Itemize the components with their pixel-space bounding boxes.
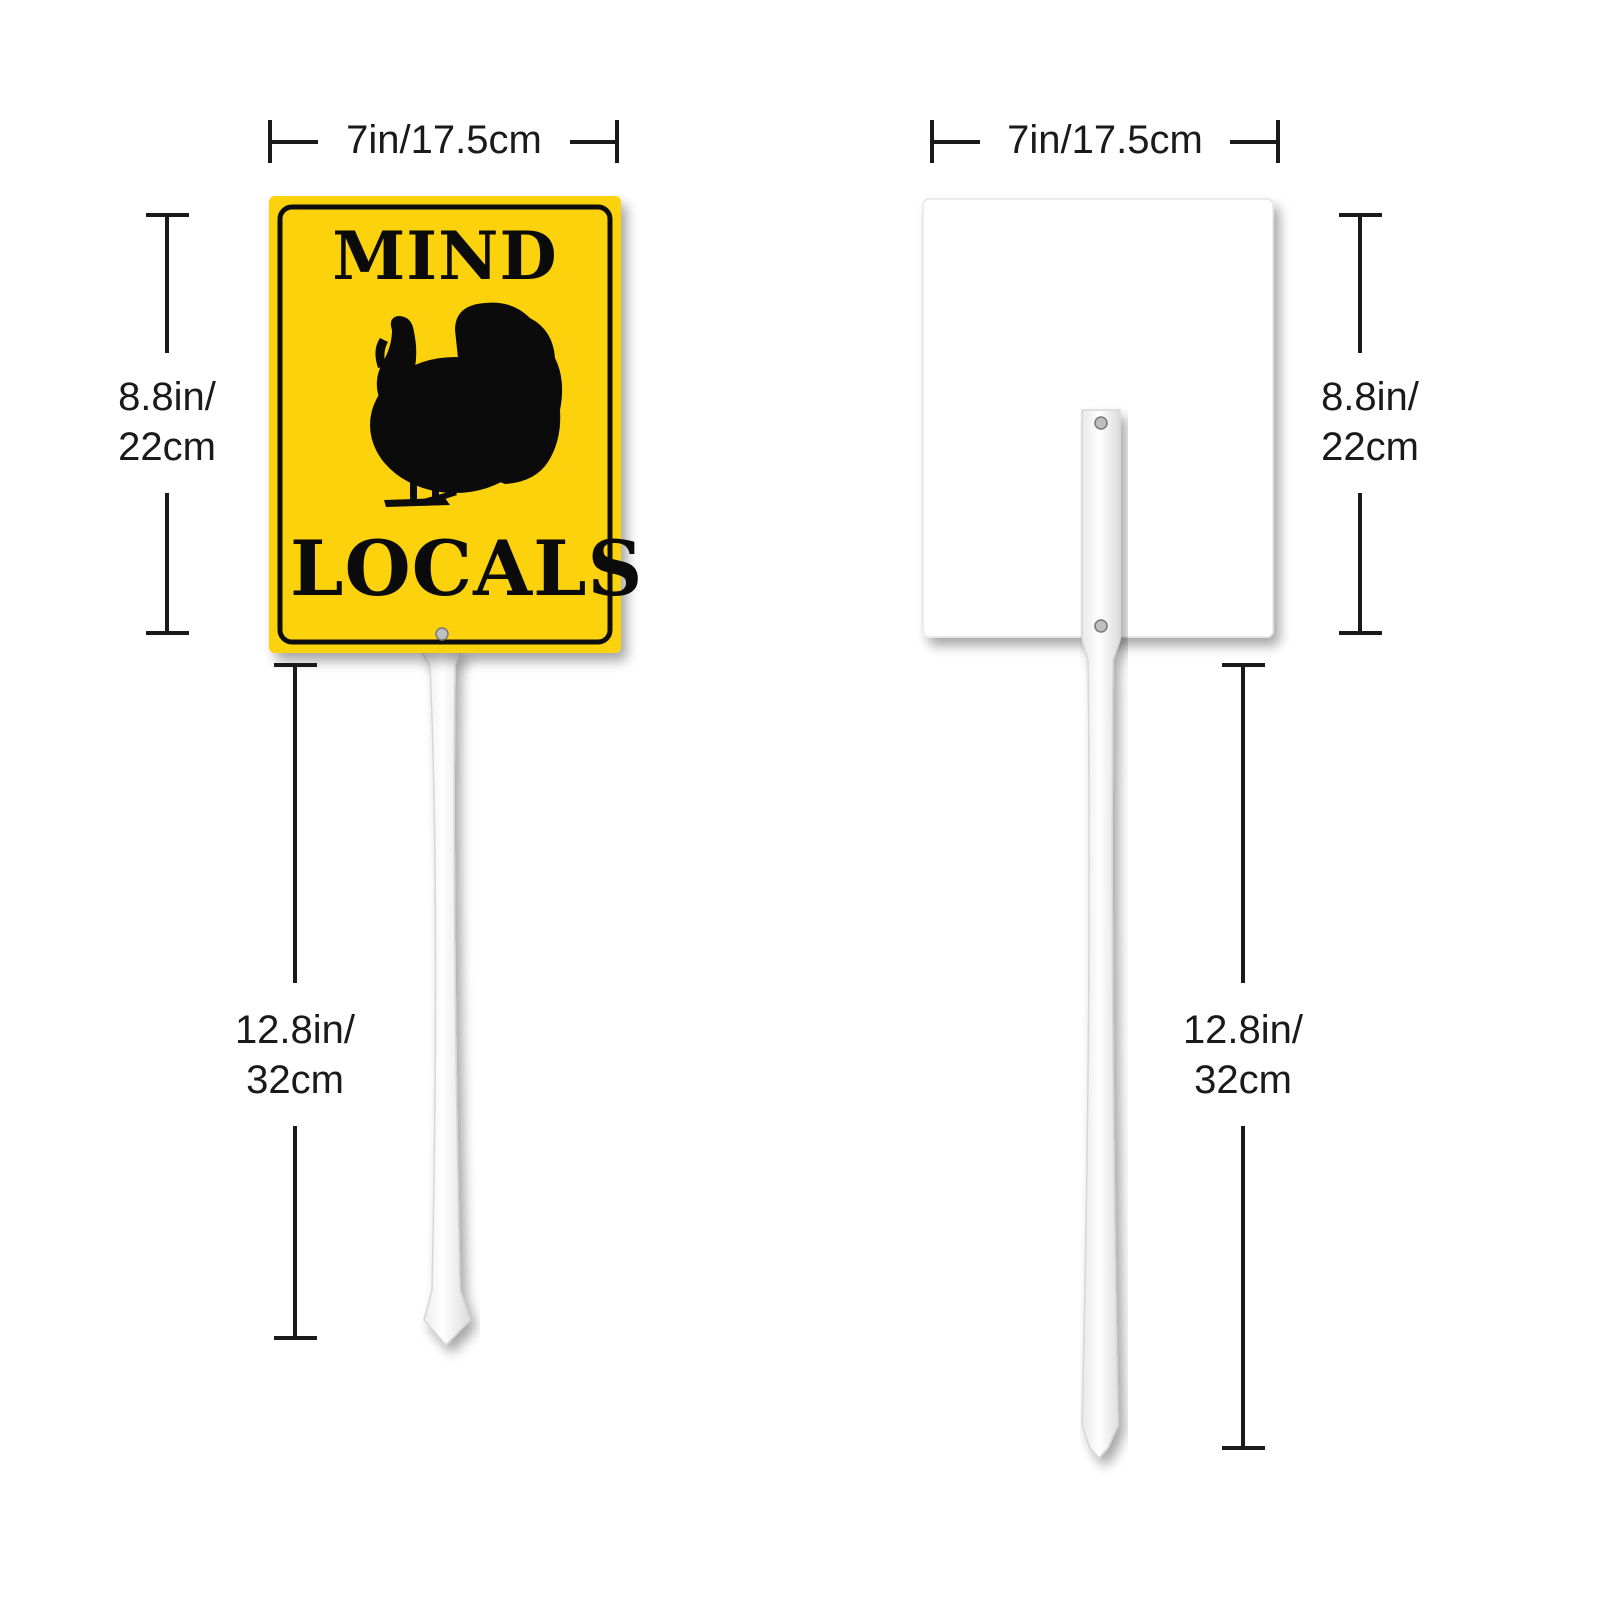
front-screw-icon (435, 627, 449, 641)
back-width-dimension (930, 120, 1280, 163)
front-stake (418, 649, 471, 1347)
front-width-dimension (268, 120, 619, 163)
front-height-label-line1: 8.8in/ (118, 375, 216, 419)
front-height-label: 8.8in/ 22cm (87, 372, 247, 472)
turkey-silhouette-icon (370, 302, 563, 507)
back-top-screw-icon (1094, 416, 1108, 430)
back-width-label: 7in/17.5cm (1007, 118, 1203, 162)
back-view (922, 120, 1382, 1460)
front-height-label-line2: 22cm (118, 425, 216, 469)
back-height-label: 8.8in/ 22cm (1290, 372, 1450, 472)
front-stake-label-line2: 32cm (246, 1058, 344, 1102)
back-height-dimension (1339, 213, 1382, 635)
back-height-label-line1: 8.8in/ (1321, 375, 1419, 419)
front-height-dimension (146, 213, 189, 635)
back-stake-label-line1: 12.8in/ (1182, 1008, 1304, 1052)
sign-inner-border (277, 204, 613, 645)
sign-line-mind: MIND (332, 217, 558, 295)
front-view (146, 120, 621, 1347)
back-stake-dimension (1222, 663, 1265, 1450)
back-stake (1081, 409, 1121, 1460)
front-stake-label-line1: 12.8in/ (234, 1008, 356, 1052)
front-width-label: 7in/17.5cm (346, 118, 542, 162)
back-stake-label-line2: 32cm (1194, 1058, 1292, 1102)
back-height-label-line2: 22cm (1321, 425, 1419, 469)
sign-line-locals: LOCALS (290, 524, 644, 613)
back-bottom-screw-icon (1094, 619, 1108, 633)
front-stake-dimension (274, 663, 317, 1340)
front-stake-label: 12.8in/ 32cm (215, 1005, 375, 1105)
back-stake-label: 12.8in/ 32cm (1163, 1005, 1323, 1105)
